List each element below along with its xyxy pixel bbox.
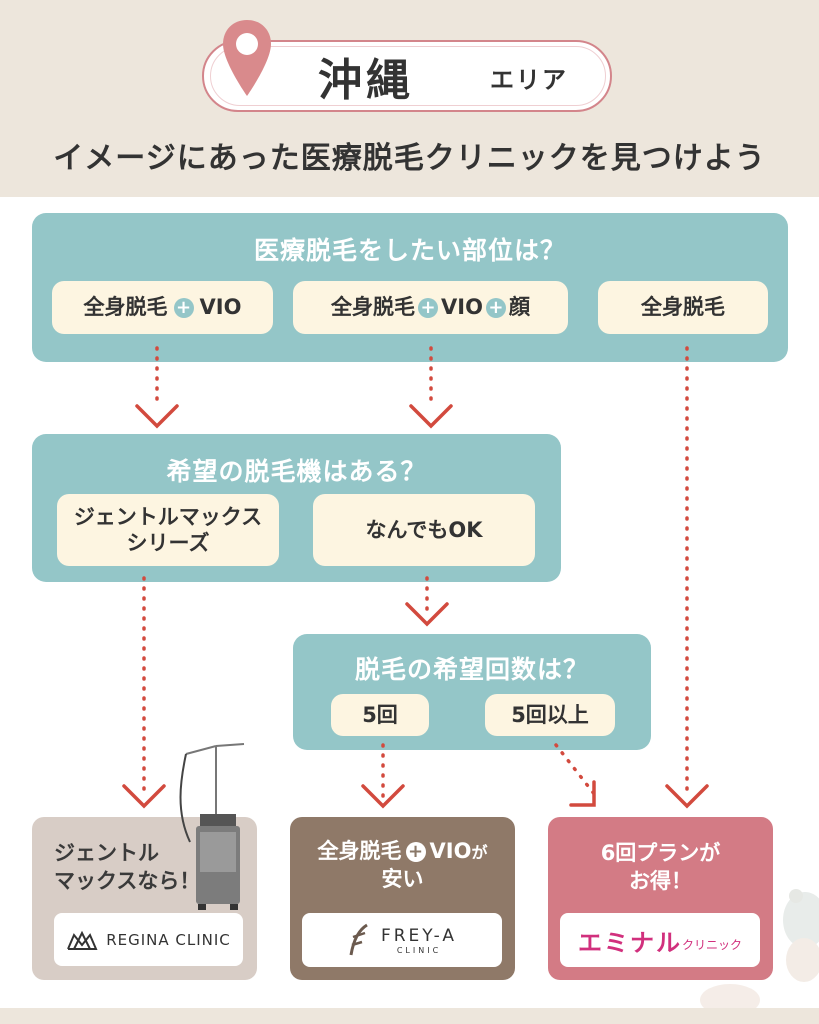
plus-icon: +: [173, 297, 194, 318]
title-pill: [202, 40, 612, 112]
logo-subtext: CLINIC: [396, 945, 442, 955]
option-5-plus-times[interactable]: 5回以上: [485, 694, 615, 736]
option-text: 全身脱毛: [641, 295, 725, 320]
question-panel-body-part: 医療脱毛をしたい部位は？ 全身脱毛 + VIO 全身脱毛 + VIO + 顔 全…: [32, 213, 788, 362]
option-fullbody-vio-face[interactable]: 全身脱毛 + VIO + 顔: [293, 281, 568, 334]
option-fullbody[interactable]: 全身脱毛: [598, 281, 768, 334]
result-line: ジェントル: [54, 841, 159, 865]
result-line: VIO: [429, 839, 472, 863]
question-body-part: 医療脱毛をしたい部位は？: [253, 236, 566, 265]
option-text: 顔: [508, 295, 530, 320]
freya-logo: FREY-A CLINIC: [302, 913, 502, 967]
option-text: なんでもOK: [365, 517, 483, 542]
option-text: VIO: [441, 295, 483, 320]
option-gentlemax[interactable]: ジェントルマックス シリーズ: [57, 494, 279, 566]
title-pill-inner: [210, 46, 606, 106]
map-pin-icon: [223, 20, 271, 96]
regina-logo: REGINA CLINIC: [54, 913, 243, 966]
question-panel-device: 希望の脱毛機はある？ ジェントルマックス シリーズ なんでもOK: [32, 434, 561, 582]
footer-strip: [0, 1008, 819, 1024]
result-card-eminal[interactable]: 6回プランが お得！ エミナル クリニック: [548, 817, 773, 980]
option-fullbody-vio[interactable]: 全身脱毛 + VIO: [52, 281, 273, 334]
option-text: 全身脱毛: [331, 295, 416, 320]
region-title: 沖縄: [318, 55, 414, 106]
option-text: VIO: [199, 295, 242, 320]
crown-icon: [67, 930, 98, 950]
option-text: シリーズ: [126, 531, 210, 555]
result-line: マックスなら！: [54, 869, 201, 894]
page-subtitle: イメージにあった医療脱毛クリニックを見つけよう: [53, 141, 766, 176]
result-text: 全身脱毛+VIOが 安い: [290, 837, 515, 894]
result-line: が: [471, 843, 488, 862]
result-card-freya[interactable]: 全身脱毛+VIOが 安い FREY-A CLINIC: [290, 817, 515, 980]
question-device: 希望の脱毛機はある？: [166, 457, 427, 486]
question-count: 脱毛の希望回数は？: [354, 655, 589, 684]
result-card-regina[interactable]: ジェントル マックスなら！ REGINA CLINIC: [32, 743, 257, 980]
result-text: ジェントル マックスなら！: [54, 839, 257, 896]
option-text: 5回以上: [511, 702, 589, 727]
option-text: ジェントルマックス: [73, 504, 263, 529]
logo-text: FREY-A: [380, 925, 458, 946]
result-line: 6回プランが: [600, 841, 721, 865]
plus-icon: +: [485, 297, 506, 318]
result-text: 6回プランが お得！: [548, 839, 773, 896]
question-panel-count: 脱毛の希望回数は？ 5回 5回以上: [293, 634, 651, 750]
result-line: 安い: [381, 867, 424, 892]
eminal-logo: エミナル クリニック: [560, 913, 760, 967]
option-text: 5回: [362, 702, 398, 727]
result-line: お得！: [629, 869, 692, 894]
freya-mark-icon: [349, 923, 368, 956]
logo-text: REGINA CLINIC: [106, 930, 231, 949]
option-anything-ok[interactable]: なんでもOK: [313, 494, 535, 566]
option-5-times[interactable]: 5回: [331, 694, 429, 736]
decorative-blobs: [700, 889, 819, 1016]
option-text: 全身脱毛: [83, 295, 168, 320]
result-line: 全身脱毛: [317, 839, 402, 863]
laser-machine-icon: [179, 743, 245, 910]
logo-text: エミナル: [577, 928, 682, 957]
plus-icon: +: [405, 842, 426, 862]
header-banner: 沖縄 エリア イメージにあった医療脱毛クリニックを見つけよう: [0, 0, 819, 197]
logo-suffix: クリニック: [681, 937, 742, 952]
area-label: エリア: [490, 66, 568, 94]
plus-icon: +: [418, 297, 439, 318]
